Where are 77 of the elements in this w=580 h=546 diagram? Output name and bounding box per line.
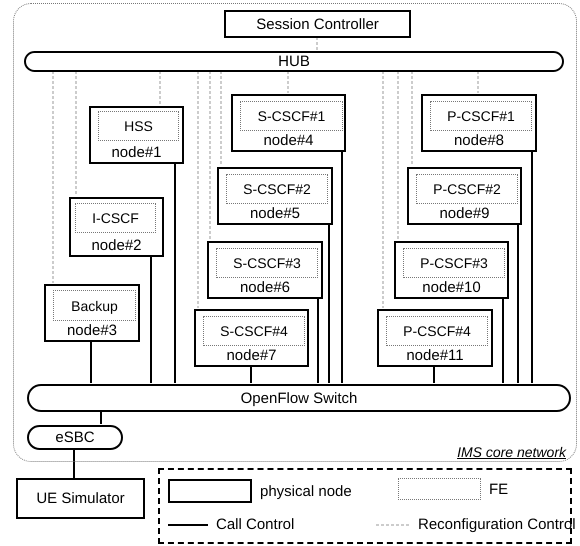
connector-line — [73, 449, 75, 478]
function-box — [403, 248, 505, 278]
node-label: I-CSCF — [92, 211, 139, 225]
legend-label: Call Control — [216, 517, 294, 532]
function-box — [240, 101, 343, 131]
function-box — [53, 290, 136, 321]
node-label: HSS — [124, 119, 153, 133]
connector-line — [317, 298, 319, 383]
legend-label: physical node — [260, 484, 352, 498]
connector-line — [502, 298, 504, 383]
node-label: S-CSCF#4 — [220, 324, 288, 338]
node-label: Backup — [71, 298, 118, 312]
node-label: node#2 — [90, 238, 143, 253]
legend-label: Reconfiguration Control — [418, 517, 576, 532]
physical-node-box — [231, 94, 346, 152]
function-box — [98, 111, 179, 141]
physical-node-box — [69, 197, 164, 257]
dashed-connector — [52, 70, 54, 284]
physical-node-box — [421, 94, 537, 152]
node-label: node#11 — [405, 348, 465, 363]
connector-line — [341, 151, 343, 383]
physical-node-box — [217, 167, 333, 225]
node-label: node#8 — [452, 133, 506, 148]
connector-line — [174, 163, 176, 383]
node-label: node#5 — [248, 206, 302, 221]
node-label: HUB — [278, 54, 310, 69]
legend-label: FE — [489, 482, 508, 496]
physical-node-box — [407, 167, 522, 225]
function-box — [386, 316, 488, 346]
node-label: P-CSCF#3 — [420, 256, 488, 270]
node-label: S-CSCF#1 — [258, 109, 326, 123]
node-label: S-CSCF#2 — [243, 182, 311, 196]
process-box — [16, 478, 145, 519]
process-box — [224, 10, 411, 38]
function-box — [75, 203, 156, 233]
node-label: P-CSCF#1 — [447, 109, 515, 123]
physical-node-box — [207, 241, 323, 299]
dashed-connector — [220, 70, 222, 166]
connector-line — [531, 151, 533, 383]
function-box — [430, 101, 532, 131]
node-label: eSBC — [55, 430, 95, 445]
function-box — [226, 174, 328, 204]
bus-bar — [24, 51, 564, 72]
node-label: UE Simulator — [36, 491, 125, 506]
network-region — [13, 3, 577, 462]
connector-line — [433, 366, 435, 383]
connector-line — [150, 256, 152, 383]
connector-line — [328, 224, 330, 383]
node-label: node#6 — [238, 280, 292, 295]
node-label: OpenFlow Switch — [240, 390, 358, 406]
bus-bar — [27, 384, 571, 412]
node-label: P-CSCF#4 — [403, 324, 471, 338]
function-box — [216, 248, 318, 278]
gateway-pill — [27, 425, 123, 450]
node-label: node#10 — [421, 280, 482, 295]
connector-line — [100, 411, 102, 424]
dashed-connector — [382, 70, 384, 308]
physical-node-box — [377, 309, 493, 367]
node-label: node#4 — [262, 133, 315, 148]
node-label: node#3 — [66, 323, 118, 338]
connector-line — [90, 341, 92, 383]
node-label: node#1 — [110, 145, 163, 160]
physical-node-box — [89, 106, 184, 164]
node-label: P-CSCF#2 — [433, 182, 501, 196]
node-label: Session Controller — [256, 16, 379, 32]
node-label: node#9 — [438, 206, 491, 221]
node-label: node#7 — [225, 348, 278, 363]
physical-node-box — [394, 241, 509, 299]
function-box — [416, 174, 518, 204]
function-box — [203, 316, 305, 346]
region-label: IMS core network — [457, 445, 566, 459]
dashed-connector — [316, 36, 318, 50]
connector-line — [517, 224, 519, 383]
physical-node-box — [194, 309, 309, 367]
node-label: S-CSCF#3 — [233, 256, 301, 270]
connector-line — [250, 366, 252, 383]
physical-node-box — [44, 284, 140, 342]
